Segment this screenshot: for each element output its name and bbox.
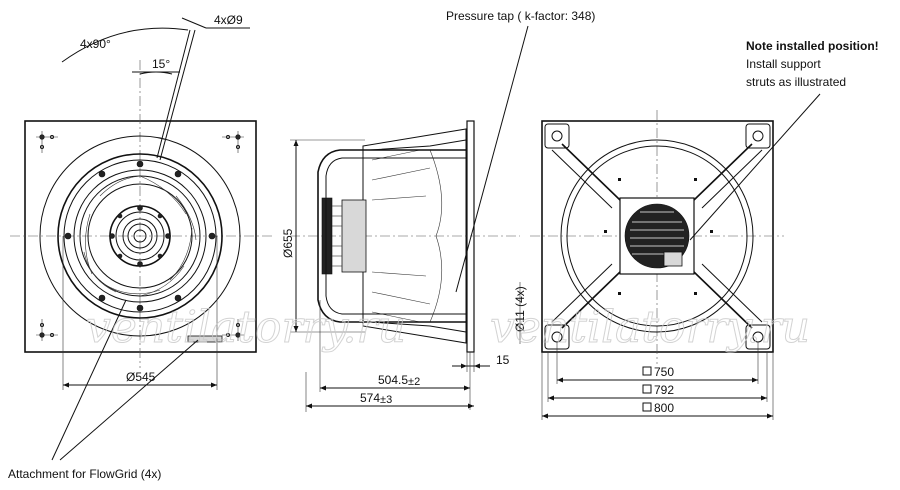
side-view: Ø655 Ø11 (4x) 15 504.5±2 574±3 Pressure … [281, 9, 595, 412]
note-title: Note installed position! [746, 39, 879, 53]
rear-support-struts [551, 143, 763, 329]
label-bolts-angle: 4x90° [80, 37, 111, 51]
rear-marks [604, 178, 713, 295]
note-line2: struts as illustrated [746, 75, 846, 89]
label-angle-15: 15° [152, 57, 170, 71]
sq750-group: 750 [642, 365, 674, 379]
label-dim-574-tol: ±3 [380, 394, 392, 406]
rear-motor-fins [630, 211, 684, 255]
front-hub-bolts [109, 205, 171, 267]
label-flowgrid: Attachment for FlowGrid (4x) [8, 467, 161, 481]
sq792-group: 792 [642, 383, 674, 397]
front-view-plate [24, 120, 257, 353]
label-d655: Ø655 [281, 228, 295, 258]
rear-view: Note installed position! Install support… [530, 39, 879, 420]
front-impeller-blades [83, 175, 197, 297]
note-line1: Install support [746, 57, 821, 71]
label-dim-574: 574±3 [360, 391, 392, 406]
front-mounting-holes [64, 160, 216, 312]
watermark-right: ventilatorry.ru [490, 302, 810, 353]
watermark-left: ventilatorry.ru [86, 302, 406, 353]
label-sq750: 750 [654, 365, 674, 379]
label-dim-15: 15 [496, 353, 510, 367]
label-pressure-tap: Pressure tap ( k-factor: 348) [446, 9, 595, 23]
label-sq792: 792 [654, 383, 674, 397]
rear-corner-brackets [544, 123, 771, 350]
label-dim-504: 504.5±2 [378, 373, 420, 388]
side-motor-fins [332, 205, 342, 267]
sq800-group: 800 [642, 401, 674, 415]
label-dim-504-tol: ±2 [408, 376, 420, 388]
front-corner-holes [36, 131, 244, 341]
label-holes: 4xØ9 [214, 13, 243, 27]
front-view: 4x90° 4xØ9 15° Ø545 Attachment for FlowG… [8, 13, 272, 481]
label-sq800: 800 [654, 401, 674, 415]
label-d545: Ø545 [126, 370, 156, 384]
